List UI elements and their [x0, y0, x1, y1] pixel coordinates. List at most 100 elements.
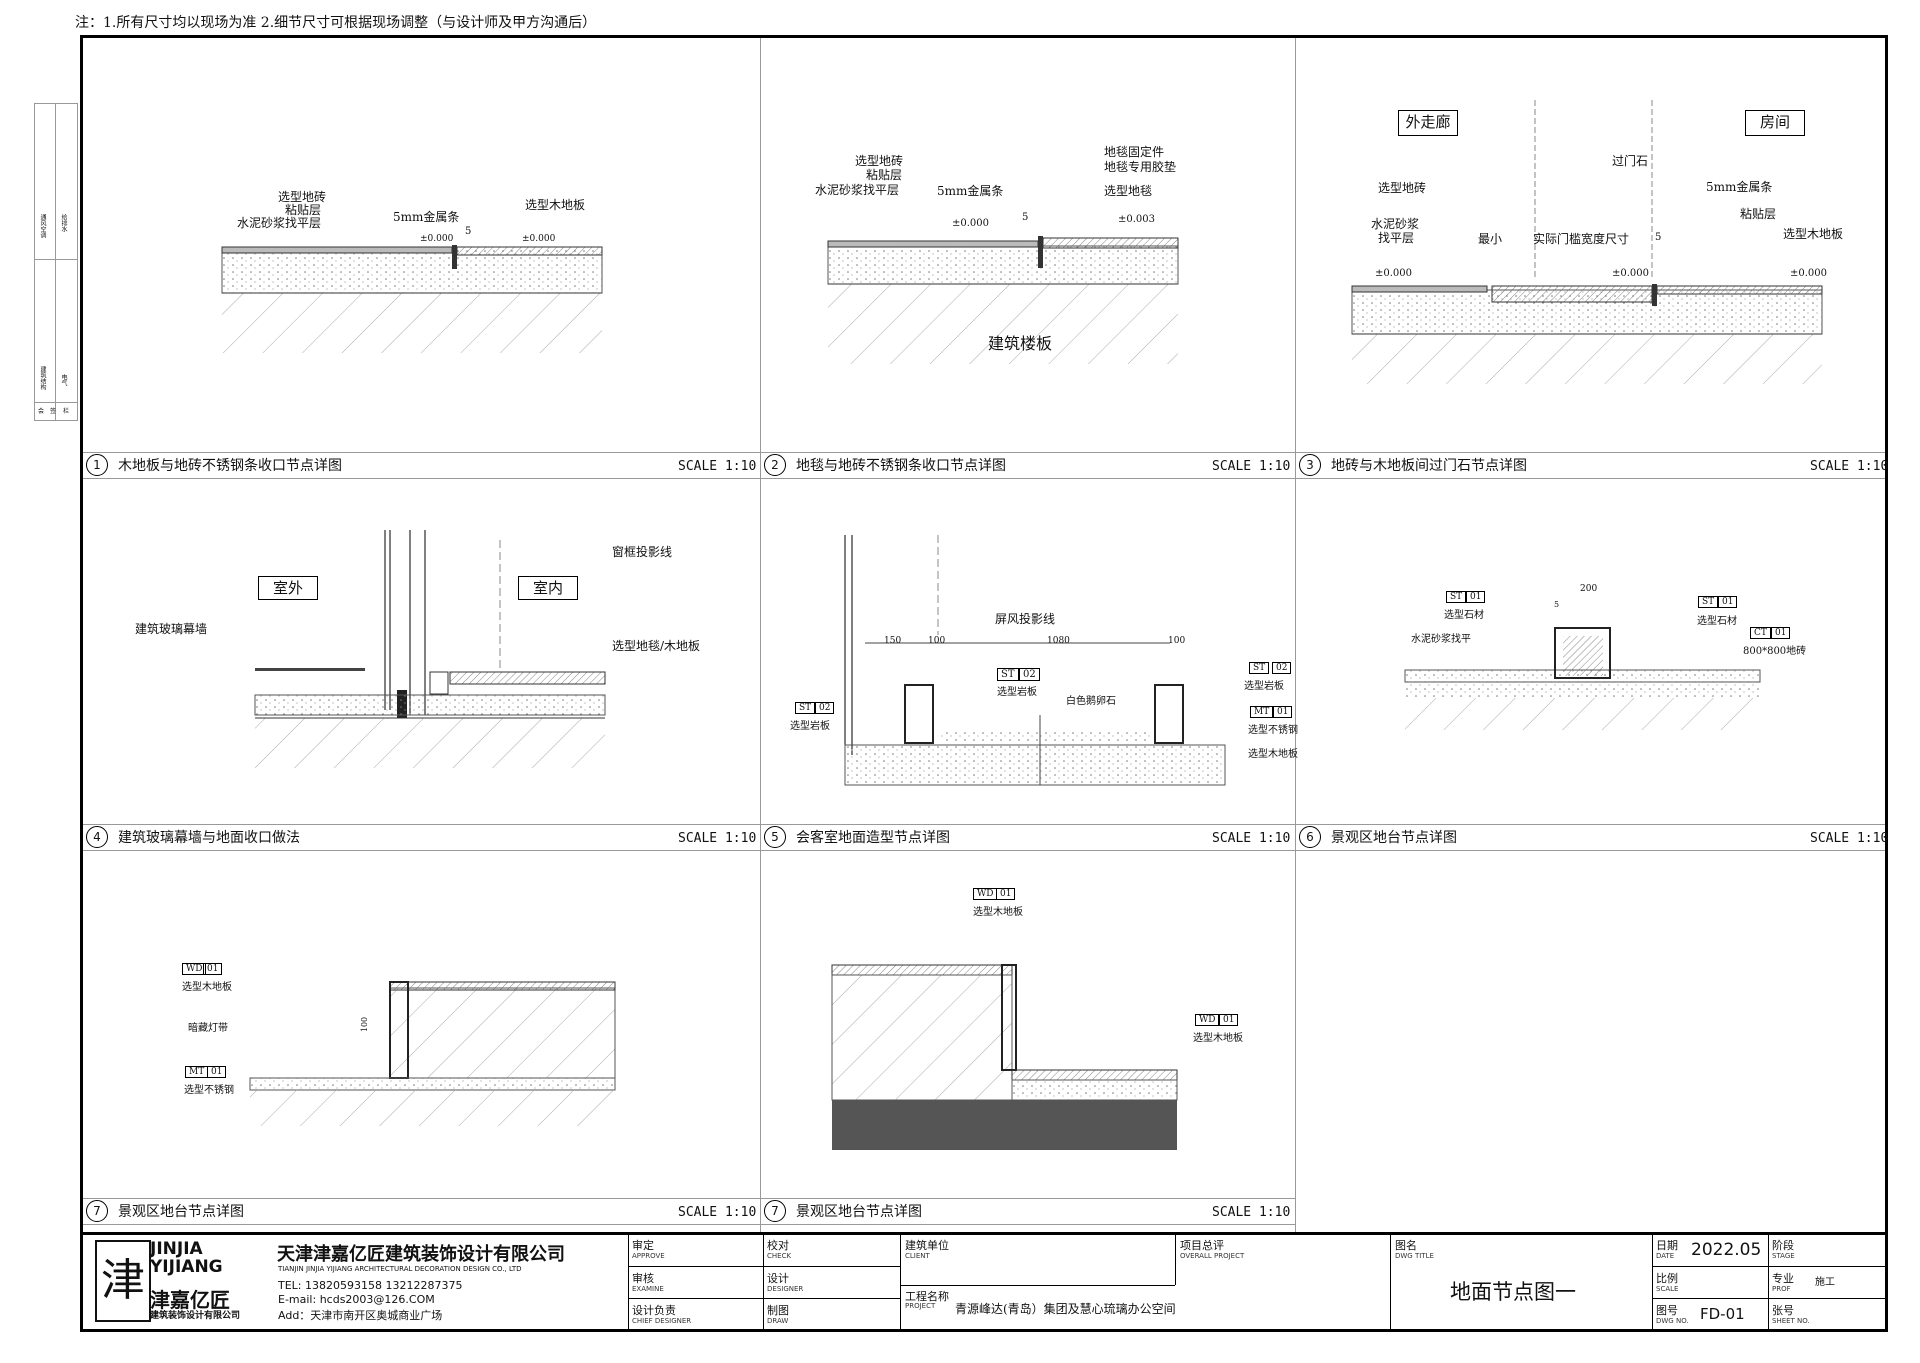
label: 选型木地板	[525, 198, 586, 212]
detail-number: 1	[86, 454, 108, 476]
detail-title: 景观区地台节点详图	[118, 1204, 244, 1220]
tag-code: ST	[1446, 591, 1467, 603]
tag-code: ST	[795, 702, 816, 714]
label: 5	[1022, 212, 1029, 223]
tb-divider	[628, 1235, 629, 1330]
grid-divider	[83, 1224, 1295, 1225]
client-label-en: CLIENT	[905, 1252, 930, 1260]
signature-sidebar: 通风空调 给排水 建筑结构 电气 会 签 栏	[34, 103, 78, 421]
tag-index: 02	[1019, 668, 1040, 681]
zone-box: 外走廊	[1398, 110, 1458, 136]
tag-code: WD	[182, 963, 207, 975]
label: ±0.000	[420, 234, 454, 244]
zone-box: 室外	[258, 576, 318, 600]
company-address: Add：天津市南开区奥城商业广场	[278, 1309, 443, 1322]
overall-label: 项目总评	[1180, 1239, 1224, 1252]
grid-divider	[1295, 38, 1296, 858]
label: ±0.000	[1612, 268, 1650, 279]
dwgno-label-en: DWG NO.	[1656, 1317, 1689, 1325]
detail-title: 建筑玻璃幕墙与地面收口做法	[118, 830, 300, 846]
label: 实际门槛宽度尺寸	[1533, 232, 1630, 246]
detail-title: 地砖与木地板间过门石节点详图	[1331, 458, 1527, 474]
detail-title: 会客室地面造型节点详图	[796, 830, 950, 846]
label: ±0.000	[1375, 268, 1413, 279]
tag-index: 01	[1273, 706, 1293, 718]
sheet-label-en: SHEET NO.	[1772, 1317, 1810, 1325]
examine-label: 审核	[632, 1272, 654, 1285]
detail-7b-section	[831, 964, 1178, 1150]
tb-divider	[1390, 1235, 1391, 1330]
sidebar-hvac: 通风空调	[39, 214, 46, 238]
label: 过门石	[1612, 154, 1649, 168]
label: 最小	[1478, 232, 1503, 246]
zone-box: 房间	[1745, 110, 1805, 136]
designer-label-en: DESIGNER	[767, 1285, 804, 1293]
label: 水泥砂浆找平层	[815, 183, 900, 197]
detail-scale: SCALE 1:10	[1212, 1205, 1291, 1220]
label: ±0.000	[522, 234, 556, 244]
label: ±0.000	[952, 218, 990, 229]
label: 5	[1554, 600, 1560, 609]
zone-box: 室内	[518, 576, 578, 600]
detail-caption-7b: 7 景观区地台节点详图	[764, 1198, 922, 1224]
company-email: E-mail: hcds2003@126.COM	[278, 1293, 435, 1306]
scale-label: 比例	[1656, 1272, 1678, 1285]
sidebar-structure: 建筑结构	[39, 366, 46, 390]
tag-index: 02	[815, 702, 835, 714]
label: 选型岩板	[790, 721, 830, 732]
detail-caption-1: 1 木地板与地砖不锈钢条收口节点详图	[86, 452, 342, 478]
label: 5	[465, 226, 472, 237]
label: 选型不锈钢	[1248, 725, 1298, 736]
detail-number: 7	[86, 1200, 108, 1222]
grid-divider	[760, 38, 761, 1232]
detail-1-section	[221, 245, 603, 353]
tag-code: ST	[1249, 662, 1270, 674]
drawing-frame	[80, 35, 1888, 1332]
detail-scale: SCALE 1:10	[1212, 831, 1291, 846]
label: 水泥砂浆找平层	[237, 216, 322, 230]
overall-label-en: OVERALL PROJECT	[1180, 1252, 1245, 1260]
label: 水泥砂浆	[1371, 217, 1420, 231]
dwgno-label: 图号	[1656, 1304, 1678, 1317]
sidebar-qian: 签	[50, 408, 57, 415]
detail-caption-6: 6 景观区地台节点详图	[1299, 824, 1457, 850]
sidebar-electric: 电气	[60, 374, 67, 386]
detail-number: 5	[764, 826, 786, 848]
detail-3-section	[1351, 100, 1823, 384]
logo-mark: 津	[95, 1240, 151, 1322]
approve-label-en: APPROVE	[632, 1252, 665, 1260]
tb-divider	[628, 1298, 900, 1299]
label: 建筑楼板	[988, 334, 1053, 353]
tag-code: WD	[1195, 1014, 1220, 1026]
label: 窗框投影线	[612, 545, 673, 559]
tb-divider	[1652, 1266, 1885, 1267]
draw-label-en: DRAW	[767, 1317, 789, 1325]
label: 5mm金属条	[393, 210, 460, 224]
tag-index: 01	[207, 1066, 227, 1078]
project-label: 工程名称	[905, 1290, 949, 1303]
tb-divider	[900, 1285, 1175, 1286]
tag-index: 01	[203, 963, 223, 975]
detail-caption-5: 5 会客室地面造型节点详图	[764, 824, 950, 850]
label: 5	[1655, 232, 1662, 243]
label: 选型地砖	[278, 190, 327, 204]
label: 选型木地板	[1783, 227, 1844, 241]
label: 100	[928, 636, 946, 646]
detail-6-section	[1404, 627, 1761, 730]
grid-divider	[83, 452, 1885, 453]
detail-title: 木地板与地砖不锈钢条收口节点详图	[118, 458, 342, 474]
detail-scale: SCALE 1:10	[1212, 459, 1291, 474]
label: 暗藏灯带	[188, 1023, 228, 1034]
sidebar-hui: 会	[38, 408, 45, 415]
chief-designer-label: 设计负责	[632, 1304, 676, 1317]
label: 找平层	[1378, 231, 1415, 245]
detail-number: 6	[1299, 826, 1321, 848]
tag-index: 01	[1219, 1014, 1239, 1026]
label: 地毯固定件	[1104, 145, 1165, 159]
label: 白色鹅卵石	[1066, 696, 1116, 707]
drawing-name: 地面节点图一	[1450, 1280, 1576, 1304]
date-value: 2022.05	[1691, 1240, 1762, 1260]
logo-en-2: YIJIANG	[150, 1257, 223, 1277]
label: 100	[360, 1016, 370, 1033]
drawing-note: 注：1.所有尺寸均以现场为准 2.细节尺寸可根据现场调整（与设计师及甲方沟通后）	[75, 15, 597, 31]
